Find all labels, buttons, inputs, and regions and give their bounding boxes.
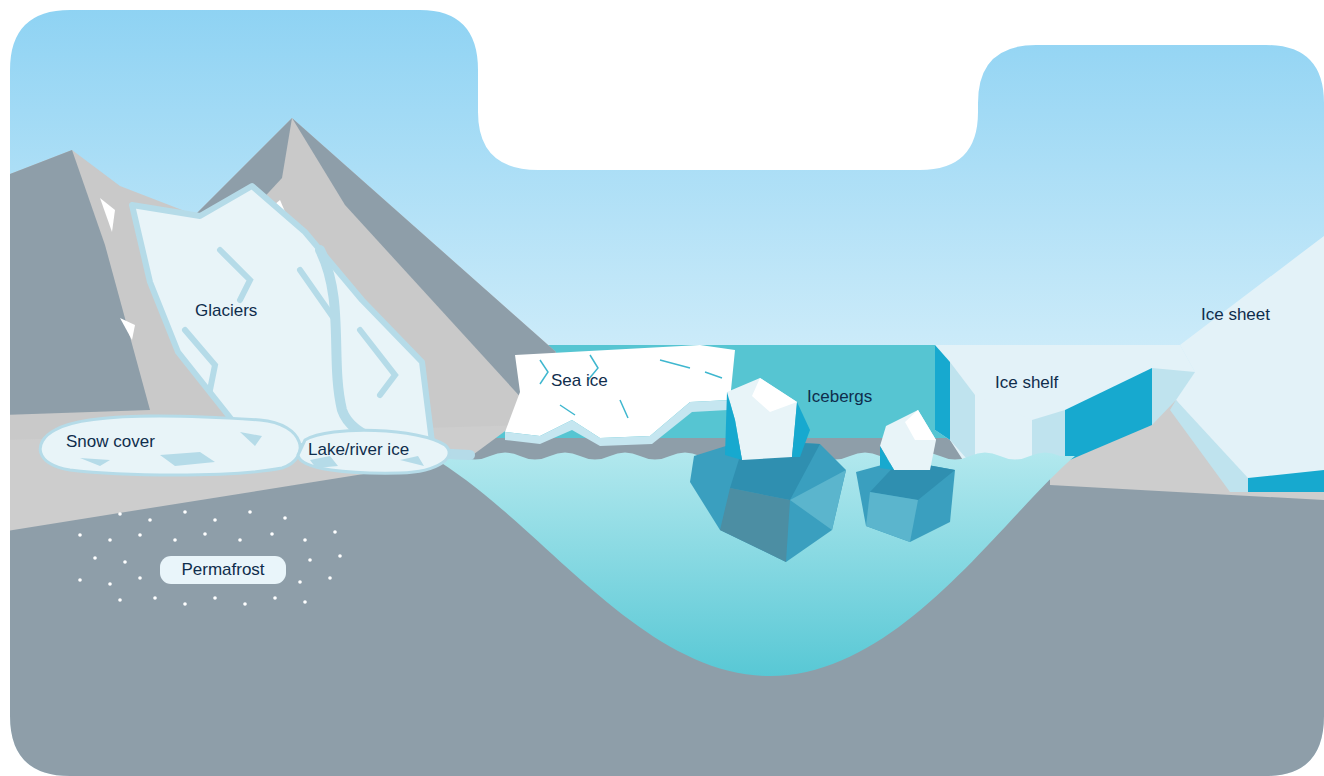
ice-shelf-shape — [935, 345, 1195, 470]
part-label: Snow cover — [66, 433, 155, 452]
part-label: Lake/river ice — [308, 441, 409, 460]
permafrost-dots — [78, 510, 342, 606]
node-label: Permafrost — [181, 561, 264, 580]
ice-shelf-face — [1065, 368, 1152, 462]
iceberg-facet — [792, 402, 810, 457]
iceberg-facet — [725, 392, 742, 460]
part-label: Ice sheet — [1201, 306, 1270, 325]
iceberg-facet — [720, 488, 790, 562]
part-label: Glaciers — [195, 302, 257, 321]
iceberg-top — [880, 410, 936, 470]
land-surface — [0, 420, 520, 532]
meltwater-river — [320, 250, 470, 455]
crevasses — [185, 250, 395, 395]
part-label: Icebergs — [807, 388, 872, 407]
ice-shelf-face — [1152, 368, 1195, 425]
ice-sheet-side — [1170, 400, 1248, 492]
lake-ice-patch — [298, 430, 449, 473]
sea-ice-edge — [505, 400, 730, 446]
iceberg-facet — [866, 492, 918, 542]
iceberg-facet — [880, 446, 894, 470]
iceberg-facet — [752, 378, 797, 412]
ice-sheet-front — [1248, 470, 1324, 492]
mountain-shadow — [0, 150, 150, 415]
ice-shelf-face — [935, 345, 950, 440]
snow-patch — [100, 198, 115, 232]
ice-sheet-shape — [1176, 236, 1324, 492]
part-label: Sea ice — [551, 372, 608, 391]
iceberg-facet — [905, 410, 936, 440]
sea-ice-cracks — [540, 355, 722, 418]
glacier-shape — [132, 186, 432, 446]
snow-patch — [120, 318, 135, 340]
snow-cover-patch — [40, 416, 300, 475]
iceberg-underwater — [856, 460, 955, 542]
sea-ice-floe — [505, 345, 735, 438]
permafrost-tag: Permafrost — [160, 556, 286, 584]
part-label: Ice shelf — [995, 374, 1058, 393]
ice-shelf-face — [950, 362, 975, 468]
iceberg-facet — [790, 470, 846, 530]
